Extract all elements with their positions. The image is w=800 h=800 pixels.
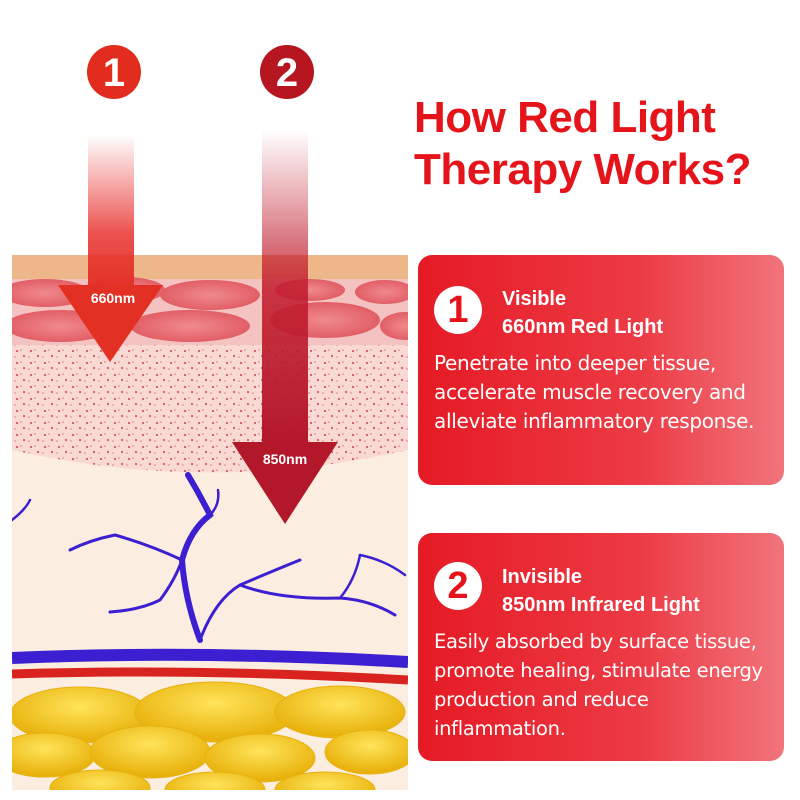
page-title: How Red Light Therapy Works? bbox=[414, 92, 794, 196]
card-2-number: 2 bbox=[434, 562, 482, 610]
info-card-invisible: 2 Invisible 850nm Infrared Light Easily … bbox=[418, 533, 784, 761]
arrow-660nm bbox=[58, 135, 163, 362]
card-2-heading-line-2: 850nm Infrared Light bbox=[502, 594, 700, 616]
card-2-body: Easily absorbed by surface tissue, promo… bbox=[434, 630, 763, 740]
badge-2: 2 bbox=[260, 45, 314, 99]
arrow-1-label: 660nm bbox=[91, 290, 135, 306]
card-1-heading: Visible 660nm Red Light bbox=[502, 285, 663, 341]
badge-1: 1 bbox=[87, 45, 141, 99]
title-line-1: How Red Light bbox=[414, 93, 716, 142]
title-line-2: Therapy Works? bbox=[414, 145, 751, 194]
card-2-heading: Invisible 850nm Infrared Light bbox=[502, 563, 700, 619]
badge-1-number: 1 bbox=[103, 51, 125, 95]
vein-horizontal bbox=[12, 648, 408, 668]
card-1-heading-line-2: 660nm Red Light bbox=[502, 316, 664, 338]
badge-2-number: 2 bbox=[276, 51, 298, 95]
info-card-visible: 1 Visible 660nm Red Light Penetrate into… bbox=[418, 255, 784, 485]
fat-layer bbox=[12, 681, 408, 790]
arrow-850nm bbox=[232, 130, 338, 524]
epidermis-top-layer bbox=[12, 255, 408, 279]
blood-vessel-network bbox=[12, 472, 407, 643]
card-1-number: 1 bbox=[434, 286, 482, 334]
card-2-heading-line-1: Invisible bbox=[502, 566, 583, 588]
card-1-heading-line-1: Visible bbox=[502, 288, 567, 310]
card-1-body: Penetrate into deeper tissue, accelerate… bbox=[434, 351, 755, 433]
arrow-2-label: 850nm bbox=[263, 451, 307, 467]
artery-horizontal bbox=[12, 667, 408, 685]
